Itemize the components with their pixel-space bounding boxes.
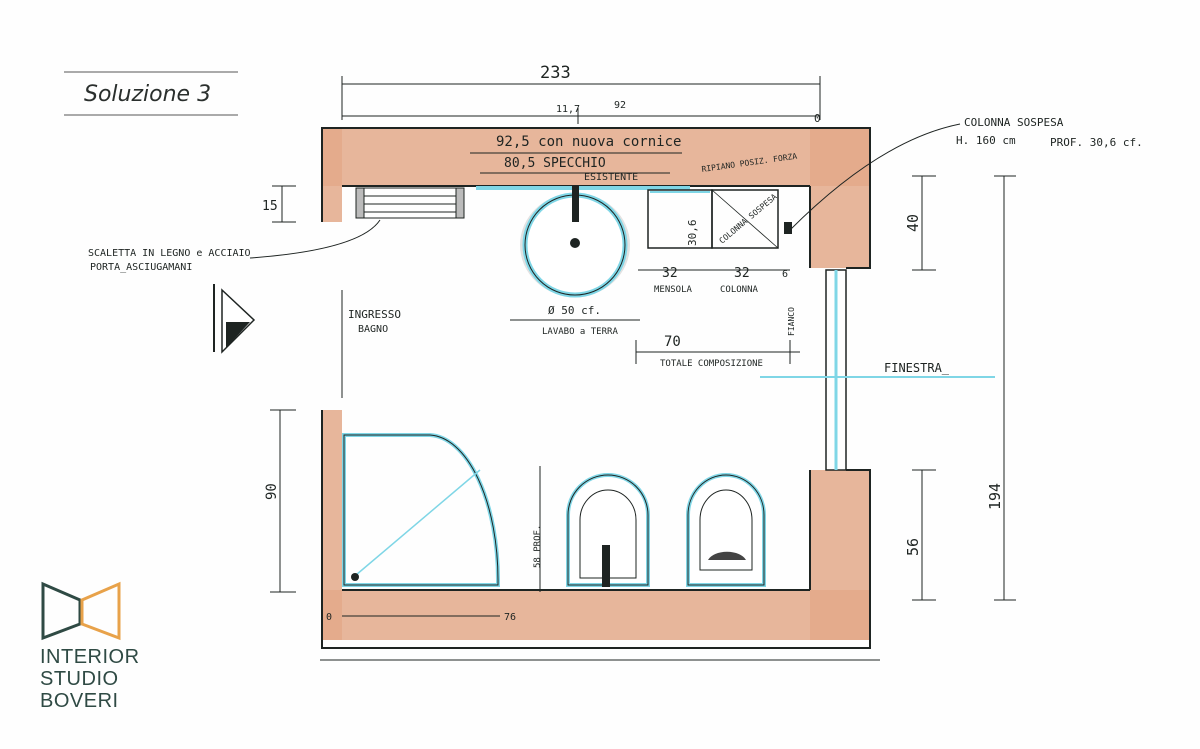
label-column-height: H. 160 cm <box>956 134 1016 147</box>
dim-fianco: FIANCO <box>787 307 796 336</box>
entrance-arrow <box>213 284 256 354</box>
dim-56: 56 <box>904 538 922 556</box>
logo-line-1: INTERIOR <box>40 646 140 668</box>
towel-rail <box>355 187 465 219</box>
label-sink: LAVABO a TERRA <box>542 327 618 337</box>
logo-line-3: BOVERI <box>40 690 119 712</box>
toilet <box>686 473 766 587</box>
label-shelf-2: PORTA_ASCIUGAMANI <box>90 262 192 273</box>
dim-sink-diameter: Ø 50 cf. <box>548 304 601 317</box>
window <box>760 269 995 471</box>
dim-58: 58 PROF. <box>533 525 543 568</box>
dimension-lines <box>249 76 1016 661</box>
dim-233: 233 <box>540 63 571 83</box>
drawing-title: Soluzione 3 <box>84 82 211 107</box>
dim-0: 0 <box>814 112 821 125</box>
studio-logo: INTERIOR STUDIO BOVERI <box>40 580 160 712</box>
dim-40: 40 <box>904 214 922 232</box>
dim-117: 11,7 <box>556 104 580 115</box>
label-entrance: INGRESSO <box>348 308 401 321</box>
dim-mirror: 80,5 SPECCHIO <box>504 156 606 171</box>
label-shelf: SCALETTA IN LEGNO e ACCIAIO <box>88 248 251 259</box>
label-colonna: COLONNA <box>720 285 759 295</box>
dim-6: 6 <box>782 269 788 280</box>
dim-mirror-existing: ESISTENTE <box>584 172 638 183</box>
label-total-composition: TOTALE COMPOSIZIONE <box>660 359 763 369</box>
dim-32-b: 32 <box>734 266 750 281</box>
shower <box>342 433 500 587</box>
sink <box>520 186 630 298</box>
bidet <box>566 473 650 587</box>
dim-15: 15 <box>262 199 278 214</box>
dim-90: 90 <box>264 483 280 500</box>
dim-92: 92 <box>614 100 626 111</box>
logo-line-2: STUDIO <box>40 668 119 690</box>
dim-194: 194 <box>986 483 1004 510</box>
label-entrance-2: BAGNO <box>358 324 388 335</box>
label-column-depth: PROF. 30,6 cf. <box>1050 136 1143 149</box>
dim-frame: 92,5 con nuova cornice <box>496 134 681 150</box>
cabinets <box>647 189 792 249</box>
dim-32-a: 32 <box>662 266 678 281</box>
studio-logo-mark <box>41 581 121 641</box>
label-window: FINESTRA_ <box>884 361 950 375</box>
dim-76: 76 <box>504 612 516 623</box>
dim-70: 70 <box>664 334 681 350</box>
dim-0b: 0 <box>326 612 332 623</box>
dim-30-6: 30,6 <box>686 220 699 247</box>
label-column-note: COLONNA SOSPESA <box>964 116 1064 129</box>
label-mensola: MENSOLA <box>654 285 693 295</box>
